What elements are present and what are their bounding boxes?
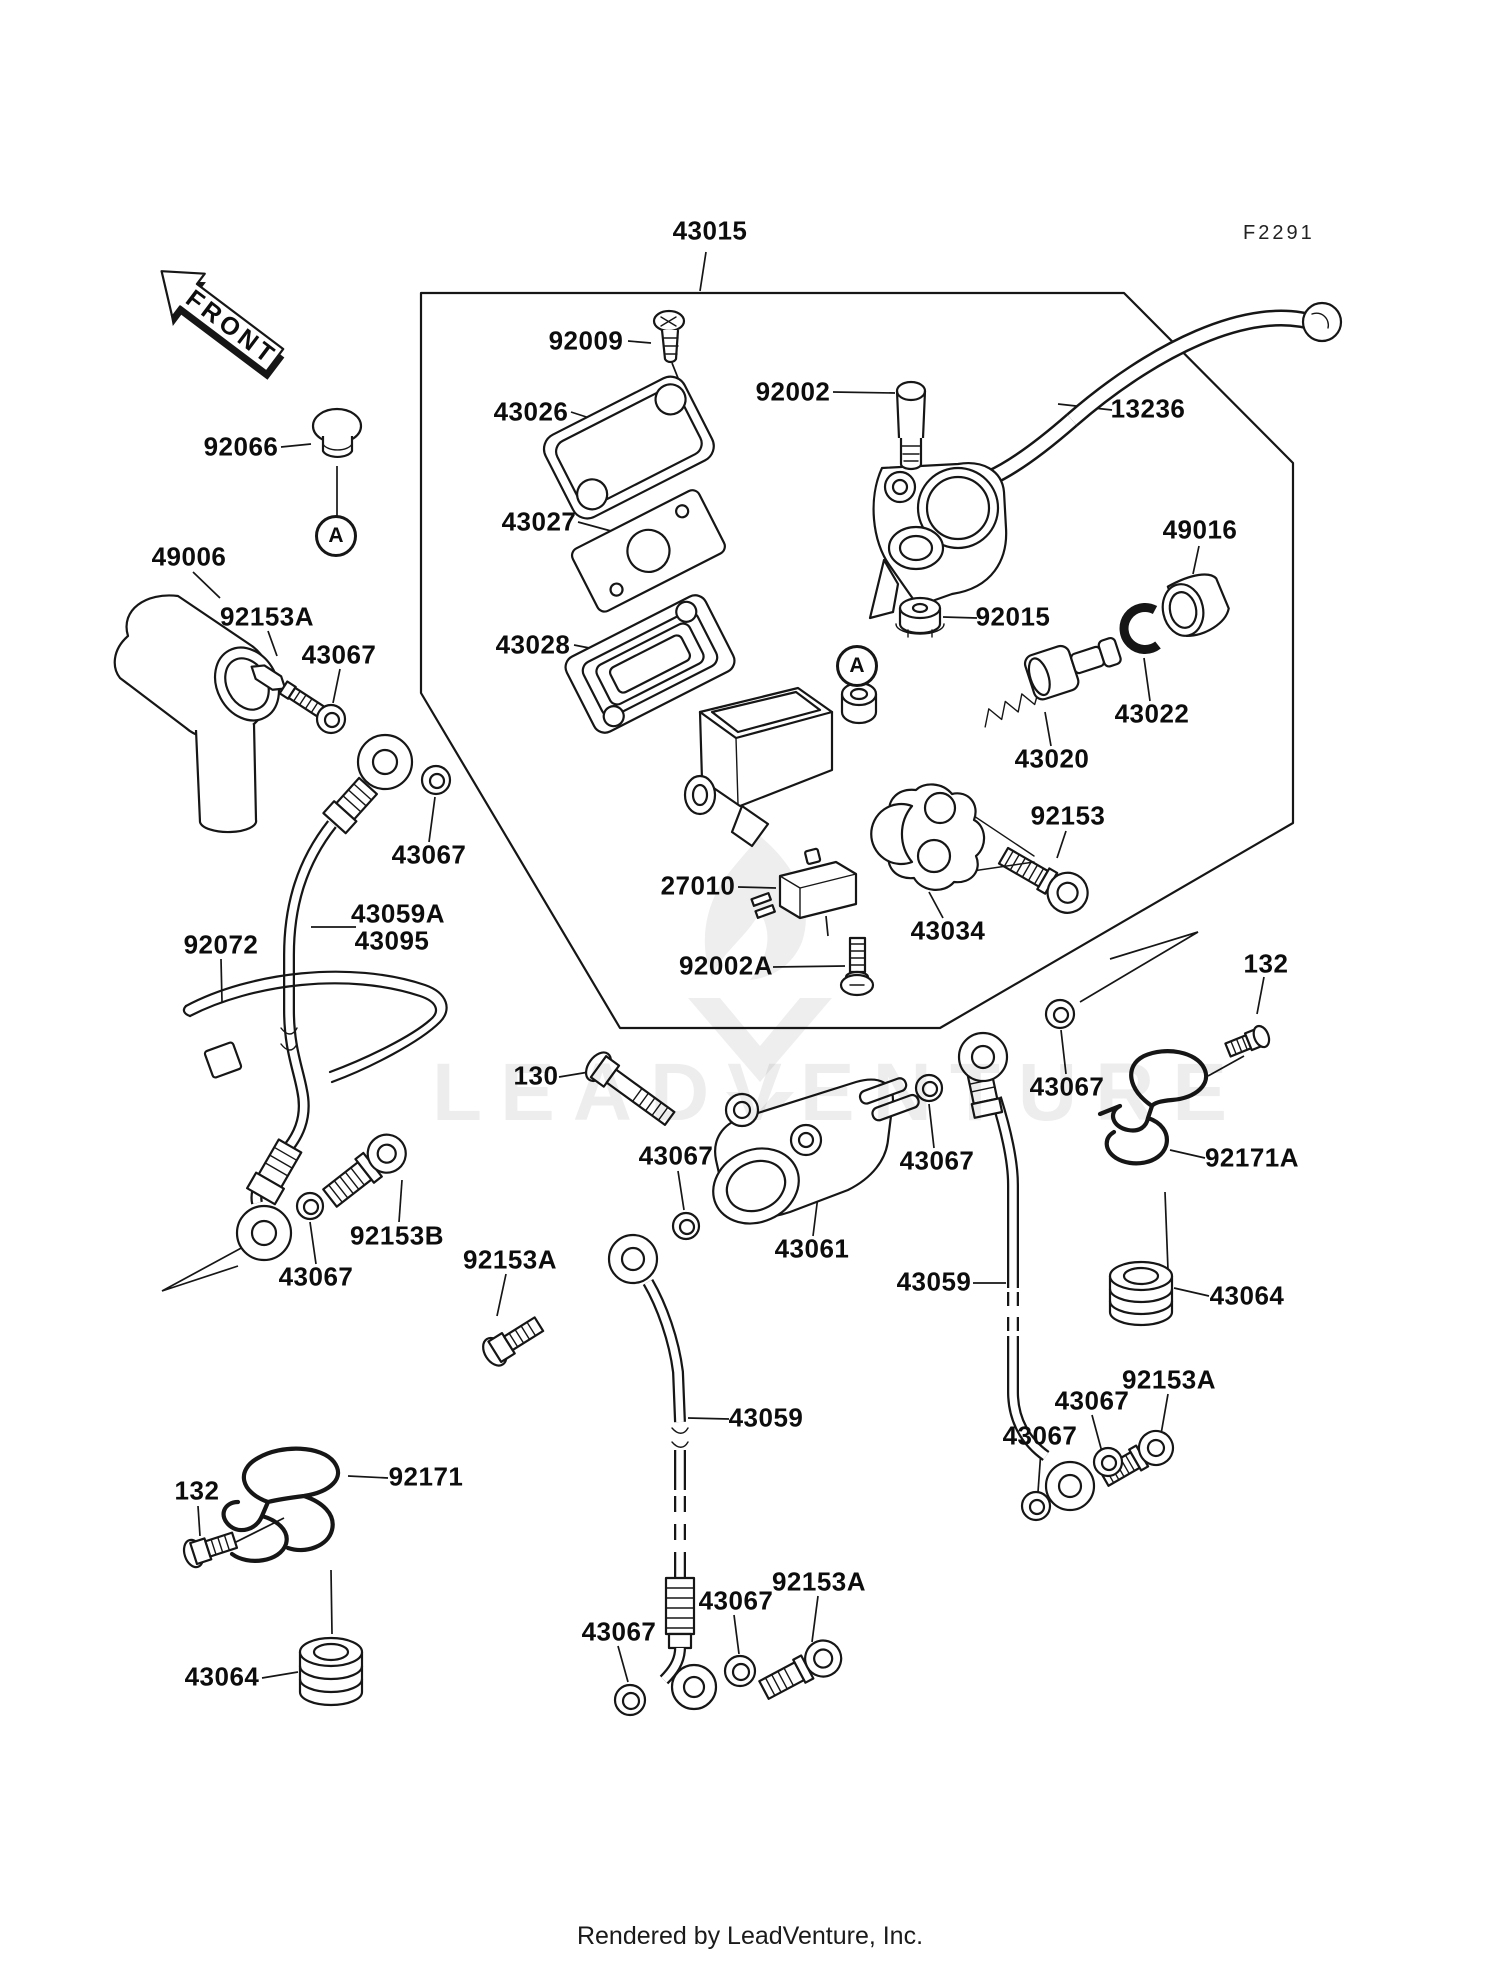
part-label-92171a-28: 92171A (1204, 1142, 1300, 1173)
part-label-43028-11: 43028 (495, 629, 571, 660)
lever-13236 (868, 301, 1343, 620)
switch-27010 (750, 847, 858, 920)
cap-43026 (542, 375, 715, 520)
hose-43059a (235, 733, 414, 1262)
part-label-43034-20: 43034 (910, 915, 986, 946)
bolt-130 (584, 1051, 676, 1126)
screw-92009 (652, 309, 686, 364)
part-label-43067-26: 43067 (899, 1145, 975, 1176)
hose-43059-center (607, 1233, 718, 1711)
diaphragm-43028 (564, 594, 736, 734)
part-label-43067-12: 43067 (301, 639, 377, 670)
part-label-92153a-9: 92153A (219, 601, 315, 632)
clamp-43034 (870, 783, 1035, 891)
piston-43020 (984, 636, 1122, 728)
part-label-27010-17: 27010 (660, 870, 736, 901)
part-label-132-40: 132 (174, 1475, 220, 1506)
hose-43059-right (957, 1031, 1096, 1512)
circle-marker-a-0: A (315, 515, 357, 557)
bolt-92153a-midleft (482, 1316, 545, 1367)
plate-43027 (570, 489, 726, 613)
eclip-43022 (1119, 603, 1161, 654)
part-label-92002a-22: 92002A (678, 950, 774, 981)
part-label-43064-44: 43064 (184, 1661, 260, 1692)
part-label-43095-19: 43095 (354, 925, 430, 956)
footer-credit: Rendered by LeadVenture, Inc. (576, 1922, 924, 1950)
front-arrow (160, 270, 285, 380)
part-label-43067-32: 43067 (278, 1261, 354, 1292)
plug-92066 (311, 407, 363, 459)
grommet-43064-left (298, 1636, 364, 1707)
part-label-92153a-43: 92153A (771, 1566, 867, 1597)
part-label-43059-37: 43059 (728, 1402, 804, 1433)
part-label-92153a-35: 92153A (1121, 1364, 1217, 1395)
elbow-49006 (113, 594, 281, 834)
part-label-132-23: 132 (1243, 948, 1289, 979)
part-label-43067-27: 43067 (638, 1140, 714, 1171)
part-label-92153-15: 92153 (1030, 800, 1106, 831)
part-label-43067-24: 43067 (1029, 1071, 1105, 1102)
figure-code: F2291 (1243, 222, 1315, 244)
part-label-43067-42: 43067 (698, 1585, 774, 1616)
junction-43061 (712, 1077, 920, 1225)
part-label-92171-39: 92171 (388, 1461, 464, 1492)
part-label-43027-6: 43027 (501, 506, 577, 537)
part-label-92009-1: 92009 (548, 325, 624, 356)
part-label-13236-4: 13236 (1110, 393, 1186, 424)
part-label-43015-0: 43015 (672, 215, 748, 246)
boot-49016 (1161, 573, 1230, 637)
part-label-43059a-18: 43059A (350, 898, 446, 929)
part-label-43067-16: 43067 (391, 839, 467, 870)
master-cylinder-body (683, 681, 878, 848)
bolt-92153a-center (758, 1639, 843, 1700)
clip-92171 (221, 1446, 341, 1563)
part-label-43067-38: 43067 (1002, 1420, 1078, 1451)
part-label-92153b-30: 92153B (349, 1220, 445, 1251)
washers-43067 (295, 703, 1124, 1717)
bolt-132-right (1224, 1024, 1271, 1058)
watermark-logo (688, 836, 832, 1130)
part-label-43061-29: 43061 (774, 1233, 850, 1264)
bolt-92153 (997, 846, 1089, 914)
bolt-92153b (322, 1133, 407, 1208)
clip-92171a (1097, 1049, 1209, 1166)
part-label-92072-21: 92072 (183, 929, 259, 960)
band-92072 (182, 970, 448, 1084)
part-label-43067-36: 43067 (1054, 1385, 1130, 1416)
part-label-43059-33: 43059 (896, 1266, 972, 1297)
part-label-92002-3: 92002 (755, 376, 831, 407)
grommet-43064-right (1108, 1260, 1174, 1327)
part-label-92015-10: 92015 (975, 601, 1051, 632)
part-label-49006-8: 49006 (151, 541, 227, 572)
watermark-text: LEADVENTURE (432, 1047, 1246, 1138)
part-label-43022-13: 43022 (1114, 698, 1190, 729)
nut-92015 (895, 596, 945, 638)
part-label-49016-7: 49016 (1162, 514, 1238, 545)
circle-marker-a-1: A (836, 645, 878, 687)
part-label-43026-2: 43026 (493, 396, 569, 427)
bolt-132-left (182, 1531, 239, 1569)
part-label-43064-34: 43064 (1209, 1280, 1285, 1311)
assembly-boundary (419, 291, 1295, 1030)
part-label-43020-14: 43020 (1014, 743, 1090, 774)
pushrod-92002 (895, 380, 927, 471)
part-label-130-25: 130 (513, 1060, 559, 1091)
part-label-92066-5: 92066 (203, 431, 279, 462)
screw-92002a (839, 936, 875, 997)
part-label-92153a-31: 92153A (462, 1244, 558, 1275)
part-label-43067-41: 43067 (581, 1616, 657, 1647)
